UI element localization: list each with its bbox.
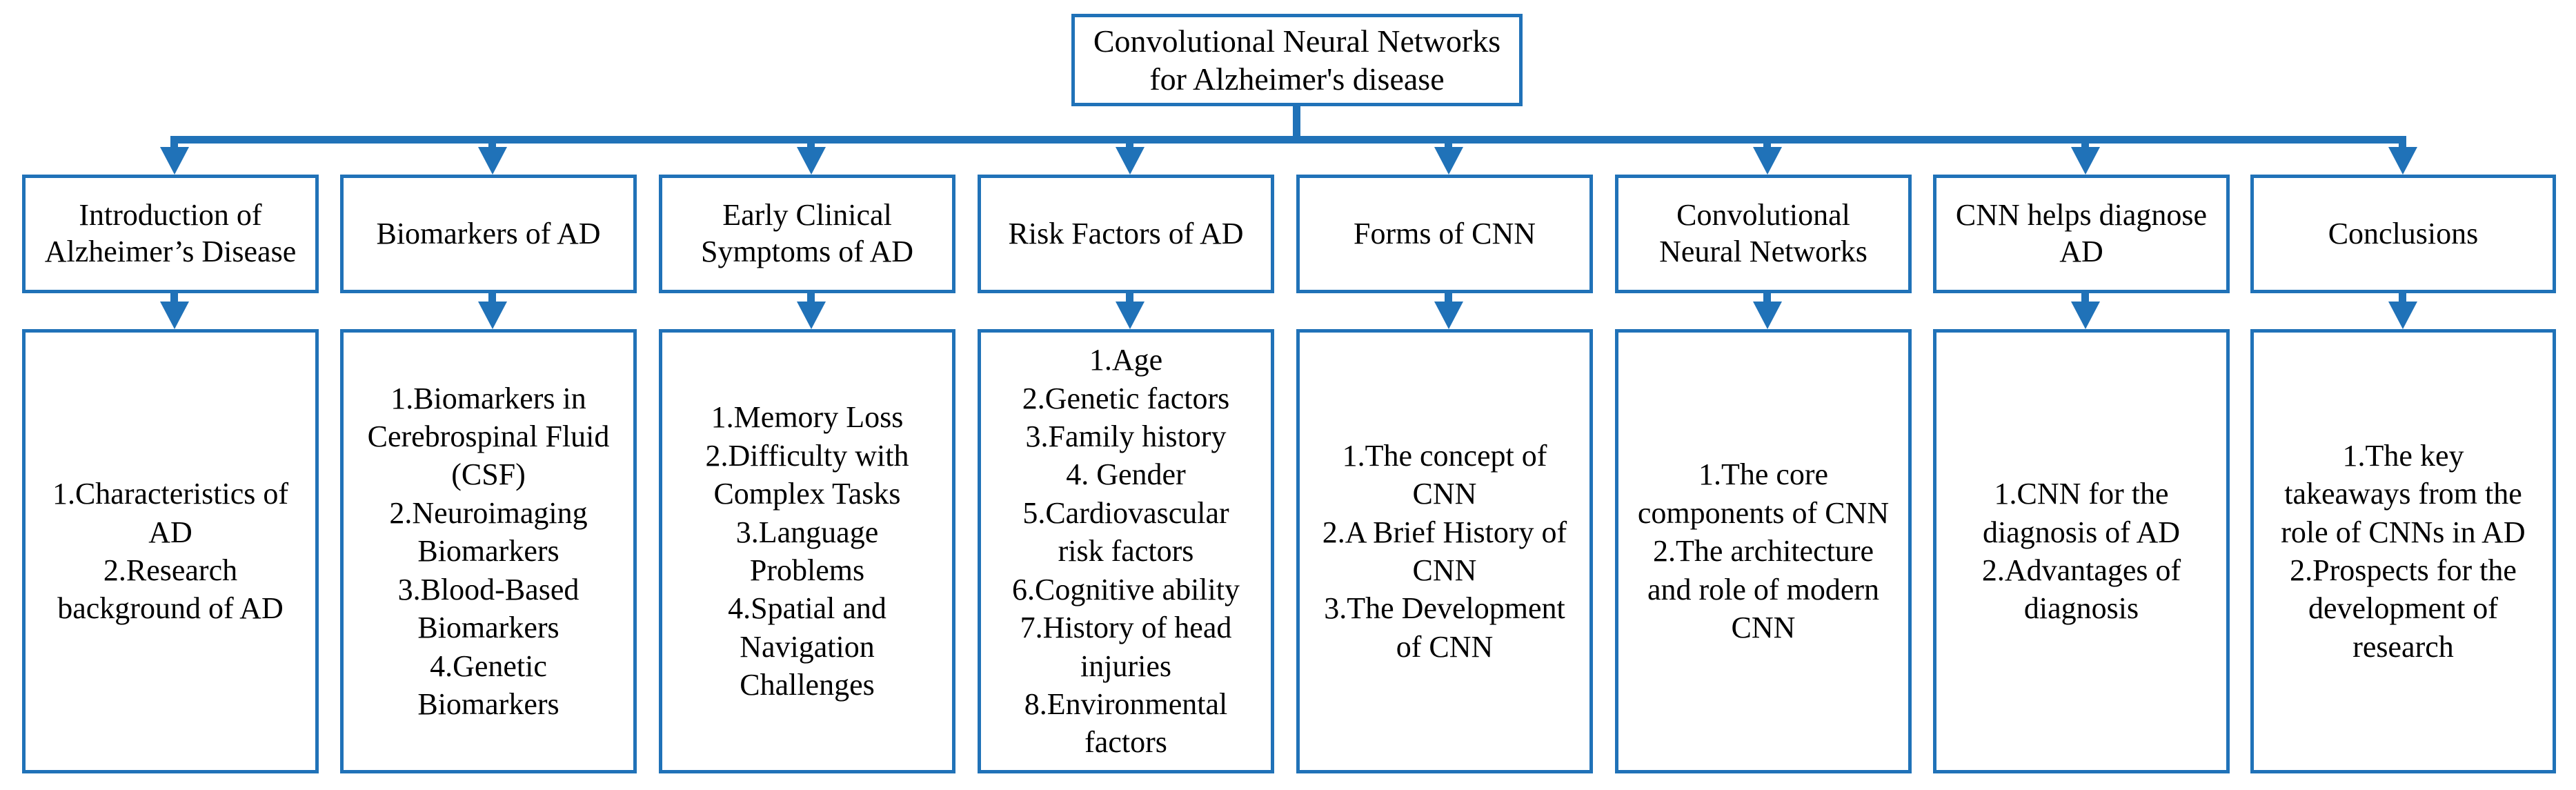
- section-node-5-label: Forms of CNN: [1353, 216, 1536, 250]
- section-node-7-label: CNN helps diagnose AD: [1955, 198, 2208, 268]
- root-node-label: Convolutional Neural Networks for Alzhei…: [1093, 23, 1501, 97]
- arrow-down-icon-branch-3: [797, 302, 826, 329]
- detail-node-8[interactable]: 1.The key takeaways from the role of CNN…: [2250, 329, 2556, 773]
- arrow-down-icon-branch-4: [1116, 302, 1145, 329]
- section-node-8[interactable]: Conclusions: [2250, 175, 2556, 293]
- detail-node-2[interactable]: 1.Biomarkers in Cerebrospinal Fluid (CSF…: [340, 329, 637, 773]
- detail-node-1-list: 1.Characteristics of AD 2.Research backg…: [52, 477, 289, 626]
- arrow-down-icon-branch-6: [1753, 302, 1782, 329]
- detail-node-4[interactable]: 1.Age 2.Genetic factors 3.Family history…: [978, 329, 1274, 773]
- branch-stem-2: [488, 293, 496, 306]
- section-node-6[interactable]: Convolutional Neural Networks: [1615, 175, 1912, 293]
- detail-node-7[interactable]: 1.CNN for the diagnosis of AD 2.Advantag…: [1933, 329, 2230, 773]
- branch-stem-8: [2399, 293, 2406, 306]
- arrow-down-icon-bus-8: [2388, 147, 2417, 175]
- arrow-down-icon-bus-4: [1116, 147, 1145, 175]
- detail-node-6[interactable]: 1.The core components of CNN 2.The archi…: [1615, 329, 1912, 773]
- detail-node-1[interactable]: 1.Characteristics of AD 2.Research backg…: [22, 329, 319, 773]
- branch-stem-1: [170, 293, 178, 306]
- arrow-down-icon-branch-5: [1434, 302, 1463, 329]
- bus-drop-6: [1763, 136, 1771, 148]
- branch-stem-3: [807, 293, 815, 306]
- detail-node-7-list: 1.CNN for the diagnosis of AD 2.Advantag…: [1981, 477, 2181, 626]
- arrow-down-icon-branch-2: [478, 302, 507, 329]
- branch-stem-6: [1763, 293, 1771, 306]
- section-node-1[interactable]: Introduction of Alzheimer’s Disease: [22, 175, 319, 293]
- root-stem-connector: [1293, 106, 1300, 136]
- branch-stem-4: [1126, 293, 1133, 306]
- bus-drop-2: [488, 136, 496, 148]
- arrow-down-icon-bus-1: [160, 147, 189, 175]
- detail-node-3-list: 1.Memory Loss 2.Difficulty with Complex …: [705, 400, 909, 702]
- root-node[interactable]: Convolutional Neural Networks for Alzhei…: [1071, 14, 1523, 106]
- section-node-3-label: Early Clinical Symptoms of AD: [700, 198, 914, 268]
- section-node-6-label: Convolutional Neural Networks: [1659, 198, 1867, 268]
- branch-stem-5: [1445, 293, 1452, 306]
- section-node-8-label: Conclusions: [2328, 216, 2479, 250]
- distribution-bus-connector: [170, 136, 2399, 144]
- arrow-down-icon-bus-5: [1434, 147, 1463, 175]
- section-node-3[interactable]: Early Clinical Symptoms of AD: [659, 175, 955, 293]
- arrow-down-icon-branch-1: [160, 302, 189, 329]
- detail-node-4-list: 1.Age 2.Genetic factors 3.Family history…: [1012, 343, 1240, 760]
- detail-node-5[interactable]: 1.The concept of CNN 2.A Brief History o…: [1296, 329, 1593, 773]
- branch-stem-7: [2081, 293, 2089, 306]
- arrow-down-icon-bus-3: [797, 147, 826, 175]
- section-node-1-label: Introduction of Alzheimer’s Disease: [44, 198, 297, 268]
- section-node-7[interactable]: CNN helps diagnose AD: [1933, 175, 2230, 293]
- bus-drop-1: [170, 136, 178, 148]
- arrow-down-icon-bus-7: [2071, 147, 2100, 175]
- arrow-down-icon-branch-7: [2071, 302, 2100, 329]
- bus-drop-4: [1126, 136, 1133, 148]
- section-node-4[interactable]: Risk Factors of AD: [978, 175, 1274, 293]
- section-node-4-label: Risk Factors of AD: [1008, 216, 1244, 250]
- detail-node-6-list: 1.The core components of CNN 2.The archi…: [1637, 457, 1890, 645]
- arrow-down-icon-branch-8: [2388, 302, 2417, 329]
- detail-node-2-list: 1.Biomarkers in Cerebrospinal Fluid (CSF…: [367, 381, 610, 722]
- arrow-down-icon-bus-6: [1753, 147, 1782, 175]
- bus-drop-8: [2399, 136, 2406, 148]
- detail-node-5-list: 1.The concept of CNN 2.A Brief History o…: [1322, 438, 1567, 664]
- section-node-5[interactable]: Forms of CNN: [1296, 175, 1593, 293]
- section-node-2-label: Biomarkers of AD: [376, 216, 601, 250]
- arrow-down-icon-bus-2: [478, 147, 507, 175]
- bus-drop-7: [2081, 136, 2089, 148]
- section-node-2[interactable]: Biomarkers of AD: [340, 175, 637, 293]
- detail-node-3[interactable]: 1.Memory Loss 2.Difficulty with Complex …: [659, 329, 955, 773]
- detail-node-8-list: 1.The key takeaways from the role of CNN…: [2281, 438, 2526, 664]
- bus-drop-3: [807, 136, 815, 148]
- bus-drop-5: [1445, 136, 1452, 148]
